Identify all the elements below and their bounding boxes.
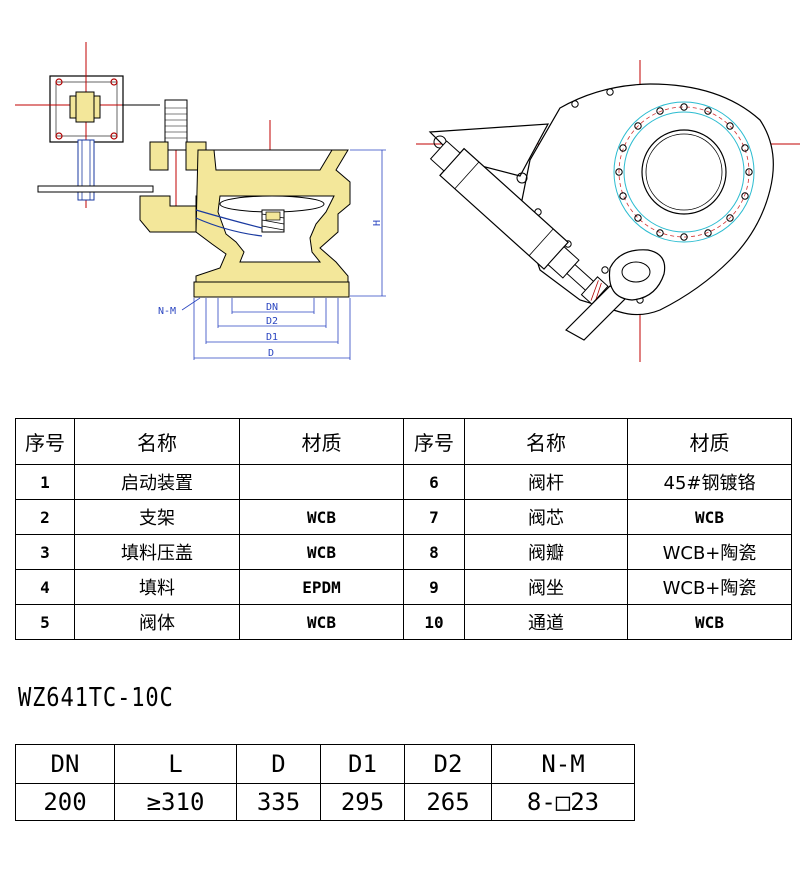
part-material: WCB bbox=[239, 534, 404, 570]
part-material: WCB bbox=[239, 604, 404, 640]
table-row: 1 启动装置 6 阀杆 45#钢镀铬 bbox=[15, 464, 792, 500]
header-seq-1: 序号 bbox=[15, 418, 75, 465]
dim-header-dn: DN bbox=[15, 744, 115, 784]
part-material: WCB+陶瓷 bbox=[627, 534, 792, 570]
header-seq-2: 序号 bbox=[403, 418, 465, 465]
part-seq: 3 bbox=[15, 534, 75, 570]
dim-header-l: L bbox=[114, 744, 237, 784]
part-name: 支架 bbox=[74, 499, 240, 535]
nm-label: N-M bbox=[158, 306, 176, 317]
part-seq: 4 bbox=[15, 569, 75, 605]
dimension-value-row: 200 ≥310 335 295 265 8-□23 bbox=[15, 783, 635, 821]
part-name: 阀杆 bbox=[464, 464, 628, 500]
part-seq: 1 bbox=[15, 464, 75, 500]
dim-value-nm: 8-□23 bbox=[491, 783, 635, 821]
parts-table-header-row: 序号 名称 材质 序号 名称 材质 bbox=[15, 418, 792, 465]
header-name-2: 名称 bbox=[464, 418, 628, 465]
part-seq: 10 bbox=[403, 604, 465, 640]
dimension-table: DN L D D1 D2 N-M 200 ≥310 335 295 265 8-… bbox=[15, 744, 635, 821]
table-row: 5 阀体 WCB 10 通道 WCB bbox=[15, 604, 792, 640]
dn-label: DN bbox=[266, 302, 278, 313]
d-label: D bbox=[268, 348, 274, 359]
part-material: EPDM bbox=[239, 569, 404, 605]
header-material-1: 材质 bbox=[239, 418, 404, 465]
dim-value-d1: 295 bbox=[320, 783, 405, 821]
dim-header-nm: N-M bbox=[491, 744, 635, 784]
part-material: WCB+陶瓷 bbox=[627, 569, 792, 605]
part-name: 填料 bbox=[74, 569, 240, 605]
dim-header-d1: D1 bbox=[320, 744, 405, 784]
table-row: 3 填料压盖 WCB 8 阀瓣 WCB+陶瓷 bbox=[15, 534, 792, 570]
part-name: 填料压盖 bbox=[74, 534, 240, 570]
dim-value-dn: 200 bbox=[15, 783, 115, 821]
part-name: 阀芯 bbox=[464, 499, 628, 535]
part-name: 阀坐 bbox=[464, 569, 628, 605]
part-name: 阀瓣 bbox=[464, 534, 628, 570]
part-seq: 6 bbox=[403, 464, 465, 500]
header-name-1: 名称 bbox=[74, 418, 240, 465]
dim-value-d: 335 bbox=[236, 783, 321, 821]
valve-technical-drawing: N-M DN D2 D1 D H bbox=[15, 42, 800, 362]
section-view: N-M DN D2 D1 D H bbox=[15, 42, 386, 360]
dim-header-d2: D2 bbox=[404, 744, 492, 784]
h-label: H bbox=[372, 220, 383, 226]
table-row: 4 填料 EPDM 9 阀坐 WCB+陶瓷 bbox=[15, 569, 792, 605]
part-seq: 8 bbox=[403, 534, 465, 570]
part-material: 45#钢镀铬 bbox=[627, 464, 792, 500]
dim-value-l: ≥310 bbox=[114, 783, 237, 821]
table-row: 2 支架 WCB 7 阀芯 WCB bbox=[15, 499, 792, 535]
part-name: 阀体 bbox=[74, 604, 240, 640]
part-seq: 5 bbox=[15, 604, 75, 640]
part-material: WCB bbox=[627, 604, 792, 640]
dim-value-d2: 265 bbox=[404, 783, 492, 821]
parts-table: 序号 名称 材质 序号 名称 材质 1 启动装置 6 阀杆 45#钢镀铬 2 支… bbox=[15, 418, 792, 640]
dimension-header-row: DN L D D1 D2 N-M bbox=[15, 744, 635, 784]
d2-label: D2 bbox=[266, 316, 278, 327]
part-seq: 7 bbox=[403, 499, 465, 535]
d1-label: D1 bbox=[266, 332, 278, 343]
dim-header-d: D bbox=[236, 744, 321, 784]
part-name: 通道 bbox=[464, 604, 628, 640]
part-seq: 2 bbox=[15, 499, 75, 535]
part-material: WCB bbox=[239, 499, 404, 535]
part-material: WCB bbox=[627, 499, 792, 535]
header-material-2: 材质 bbox=[627, 418, 792, 465]
part-material bbox=[239, 464, 404, 500]
top-view bbox=[416, 60, 800, 362]
model-number: WZ641TC-10C bbox=[18, 683, 174, 713]
part-seq: 9 bbox=[403, 569, 465, 605]
part-name: 启动装置 bbox=[74, 464, 240, 500]
